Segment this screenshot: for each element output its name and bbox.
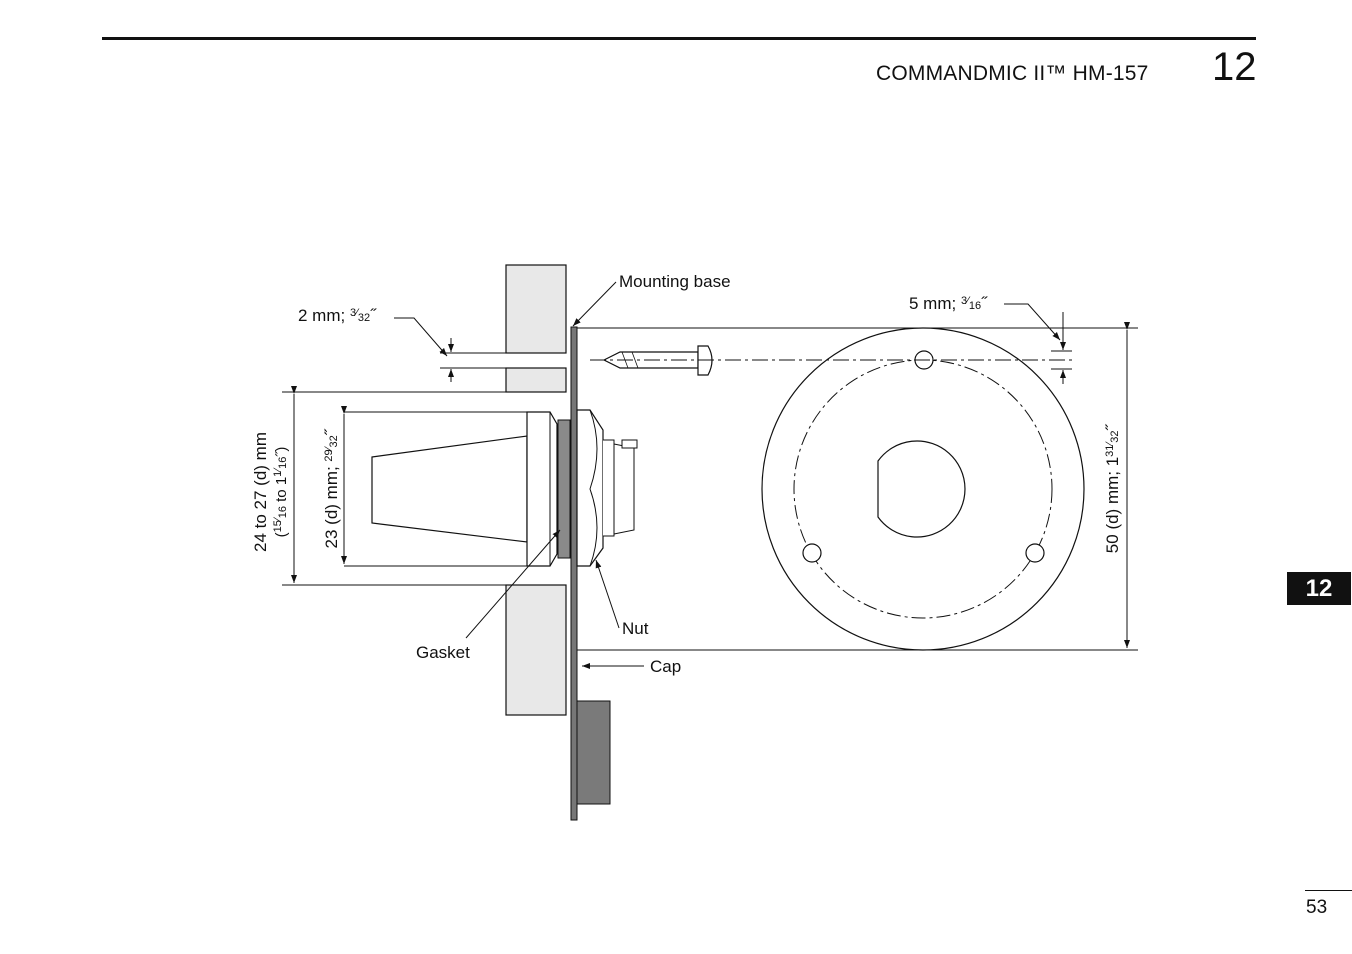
cap-label: Cap [650,657,681,676]
connector-dimension-label: 23 (d) mm; 29⁄32˝ [322,428,341,548]
panel-hole-dimension-label: 24 to 27 (d) mm (15⁄16 to 11⁄16˝) [251,432,290,552]
mounting-base-plate [570,326,578,821]
gasket-part [557,419,571,559]
panel-thickness-label: 2 mm; 3⁄32˝ [298,306,377,325]
mounting-base-label: Mounting base [619,272,731,291]
base-diameter-label: 50 (d) mm; 131⁄32˝ [1103,423,1122,553]
gasket-label: Gasket [416,643,470,662]
svg-text:(15⁄16 to 11⁄16˝): (15⁄16 to 11⁄16˝) [272,447,290,538]
cap-block [576,700,611,805]
leader-lines [394,281,1061,669]
page-number: 53 [1306,897,1328,918]
svg-text:24 to 27 (d) mm: 24 to 27 (d) mm [251,432,270,552]
hole-size-label: 5 mm; 3⁄16˝ [909,294,988,313]
base-top-view [761,327,1085,651]
page-header-title: COMMANDMIC II™ HM-157 [876,62,1149,85]
chapter-side-tab[interactable]: 12 [1287,572,1351,605]
footer-rule [1305,890,1352,891]
header-rule [102,37,1256,40]
chapter-number: 12 [1212,45,1257,89]
mounting-panel [505,264,567,716]
extension-lines [282,327,1138,651]
svg-text:23 (d) mm; 29⁄32˝: 23 (d) mm; 29⁄32˝ [322,428,341,548]
nut-part [576,409,638,567]
connector-body [371,411,558,567]
nut-label: Nut [622,619,649,638]
dimension-lines [291,312,1130,648]
svg-text:50 (d) mm; 131⁄32˝: 50 (d) mm; 131⁄32˝ [1103,423,1122,553]
